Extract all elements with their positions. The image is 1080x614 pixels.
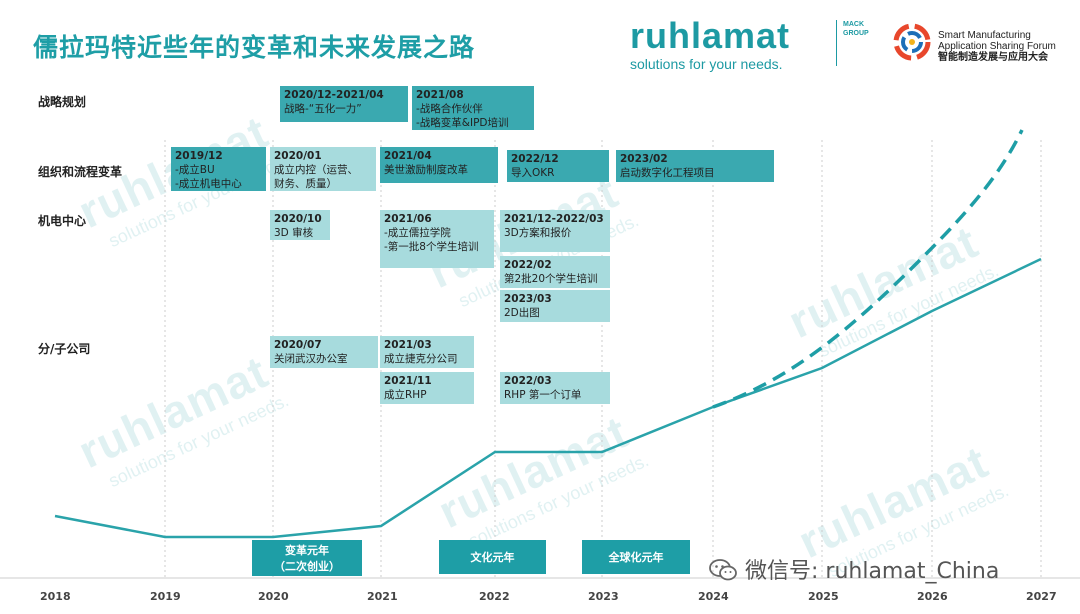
wechat-icon <box>709 559 737 581</box>
ruhlamat-logo: ruhlamat solutions for your needs. <box>630 15 791 73</box>
forecast-growth-line <box>712 129 1024 409</box>
axis-year: 2025 <box>808 590 839 603</box>
axis-year: 2024 <box>698 590 729 603</box>
wechat-id: 微信号: ruhlamat_China <box>708 553 999 585</box>
logo-tagline: solutions for your needs. <box>630 56 783 72</box>
axis-year: 2021 <box>367 590 398 603</box>
row-label-mech-center: 机电中心 <box>38 214 87 228</box>
axis-year: 2023 <box>588 590 619 603</box>
actual-growth-line <box>54 257 1042 539</box>
axis-year: 2022 <box>479 590 510 603</box>
forum-logo-icon <box>893 23 931 61</box>
row-label-organization: 组织和流程变革 <box>38 165 123 179</box>
row-label-subsidiary: 分/子公司 <box>38 342 91 356</box>
axis-year: 2020 <box>258 590 289 603</box>
year-label-culture: 文化元年 <box>439 540 546 574</box>
page-title: 儒拉玛特近些年的变革和未来发展之路 <box>33 33 476 62</box>
row-label-strategy: 战略规划 <box>38 95 87 109</box>
axis-year: 2027 <box>1026 590 1057 603</box>
logo-wordmark: ruhlamat <box>630 15 791 56</box>
year-label-globalization: 全球化元年 <box>582 540 690 574</box>
forum-name: Smart Manufacturing Application Sharing … <box>938 30 1056 63</box>
year-label-reform: 变革元年（二次创业） <box>252 540 362 576</box>
axis-year: 2019 <box>150 590 181 603</box>
milestone-box: 2021/08-战略合作伙伴 -战略变革&IPD培训 <box>412 86 534 130</box>
axis-year: 2026 <box>917 590 948 603</box>
milestone-box: 2021/06-成立儒拉学院 -第一批8个学生培训 <box>380 210 494 268</box>
mack-group-logo: MACK GROUP <box>836 20 869 66</box>
axis-year: 2018 <box>40 590 71 603</box>
milestone-box: 2019/12-成立BU -成立机电中心 <box>171 147 266 191</box>
